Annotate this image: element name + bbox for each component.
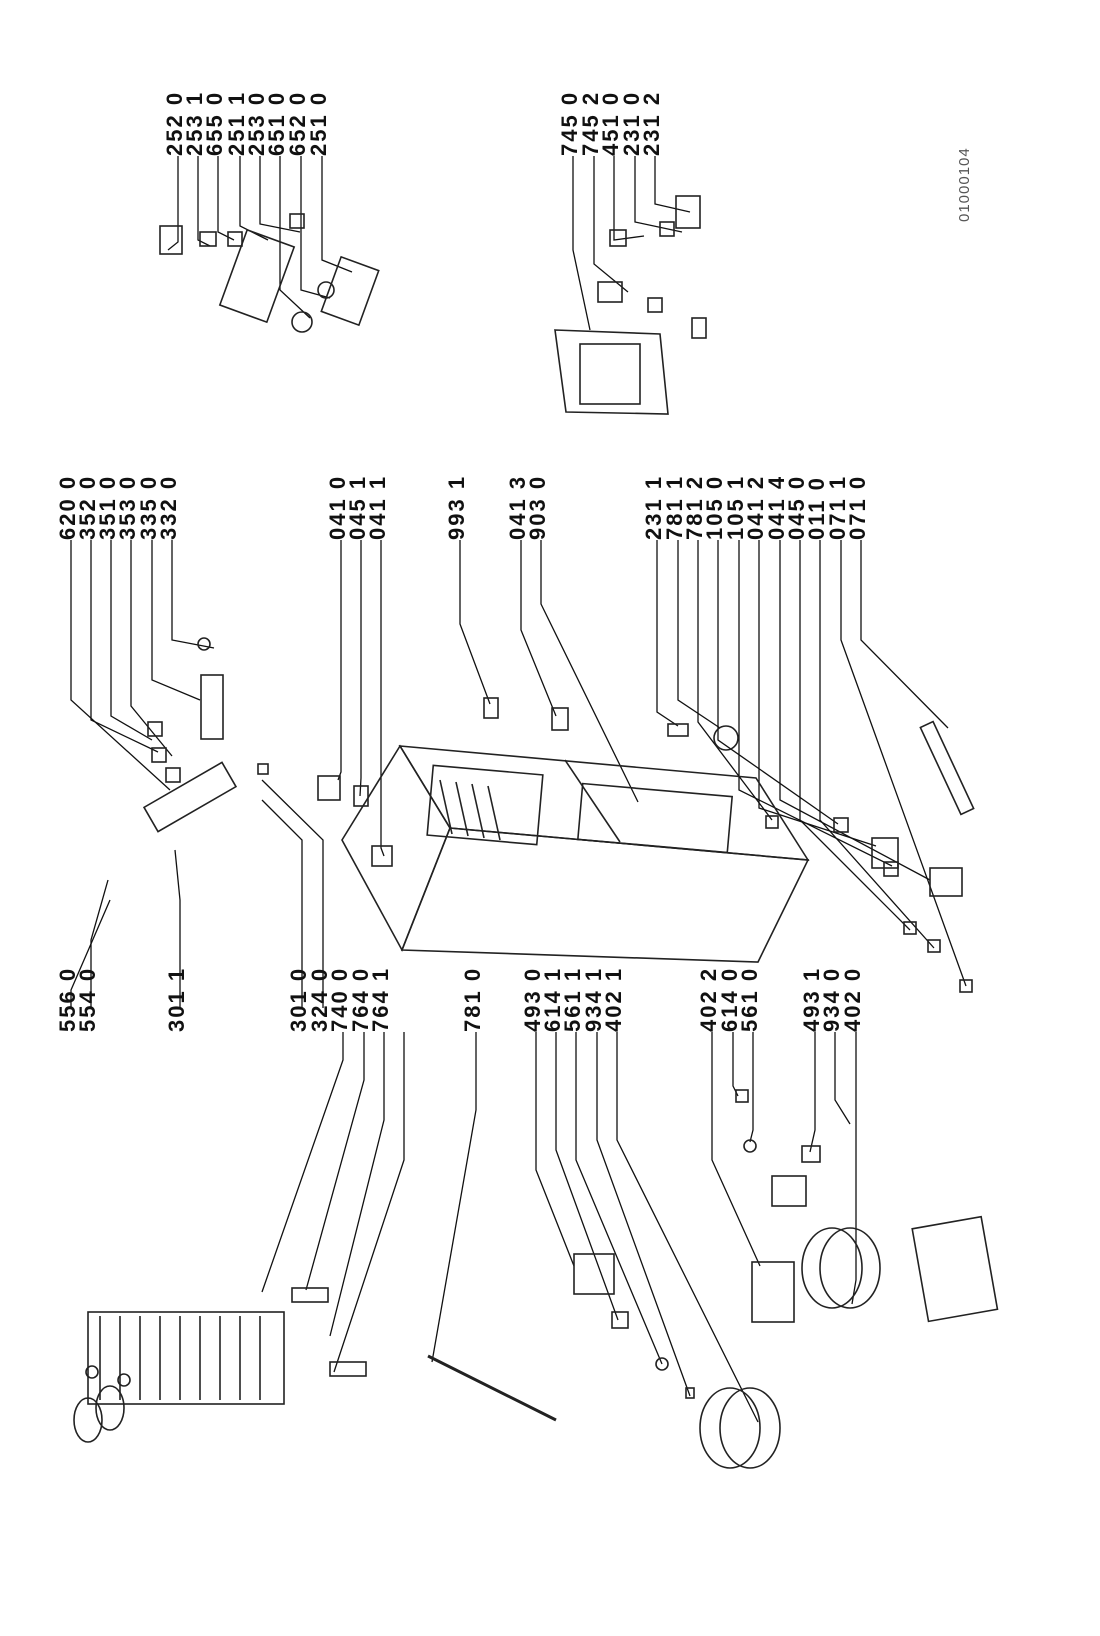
- refrigerator-cabinet: [341, 744, 810, 963]
- part-number-label: 561 0: [737, 966, 762, 1032]
- part-number-label: 655 0: [202, 90, 227, 156]
- leader-lines: [70, 156, 967, 1423]
- document-id: 01000104: [956, 147, 973, 222]
- part-number-label: 041 1: [365, 474, 390, 540]
- part-number-label: 781 0: [460, 966, 485, 1032]
- part-number-label: 402 0: [840, 966, 865, 1032]
- part-number-label: 301 1: [164, 966, 189, 1032]
- compressor-lower: [699, 1387, 781, 1469]
- door-panel: [554, 329, 669, 415]
- part-number-label: 071 0: [845, 474, 870, 540]
- part-number-label: 993 1: [444, 474, 469, 540]
- part-number-label: 332 0: [156, 474, 181, 540]
- condenser-coil: [87, 1311, 285, 1405]
- part-number-label: 764 1: [368, 966, 393, 1032]
- small-components: [73, 195, 975, 1443]
- part-number-label: 251 0: [306, 90, 331, 156]
- part-number-label: 903 0: [525, 474, 550, 540]
- part-number-label: 231 2: [639, 90, 664, 156]
- part-number-label: 402 1: [601, 966, 626, 1032]
- part-number-label: 554 0: [75, 966, 100, 1032]
- compressor-upper: [751, 1215, 999, 1323]
